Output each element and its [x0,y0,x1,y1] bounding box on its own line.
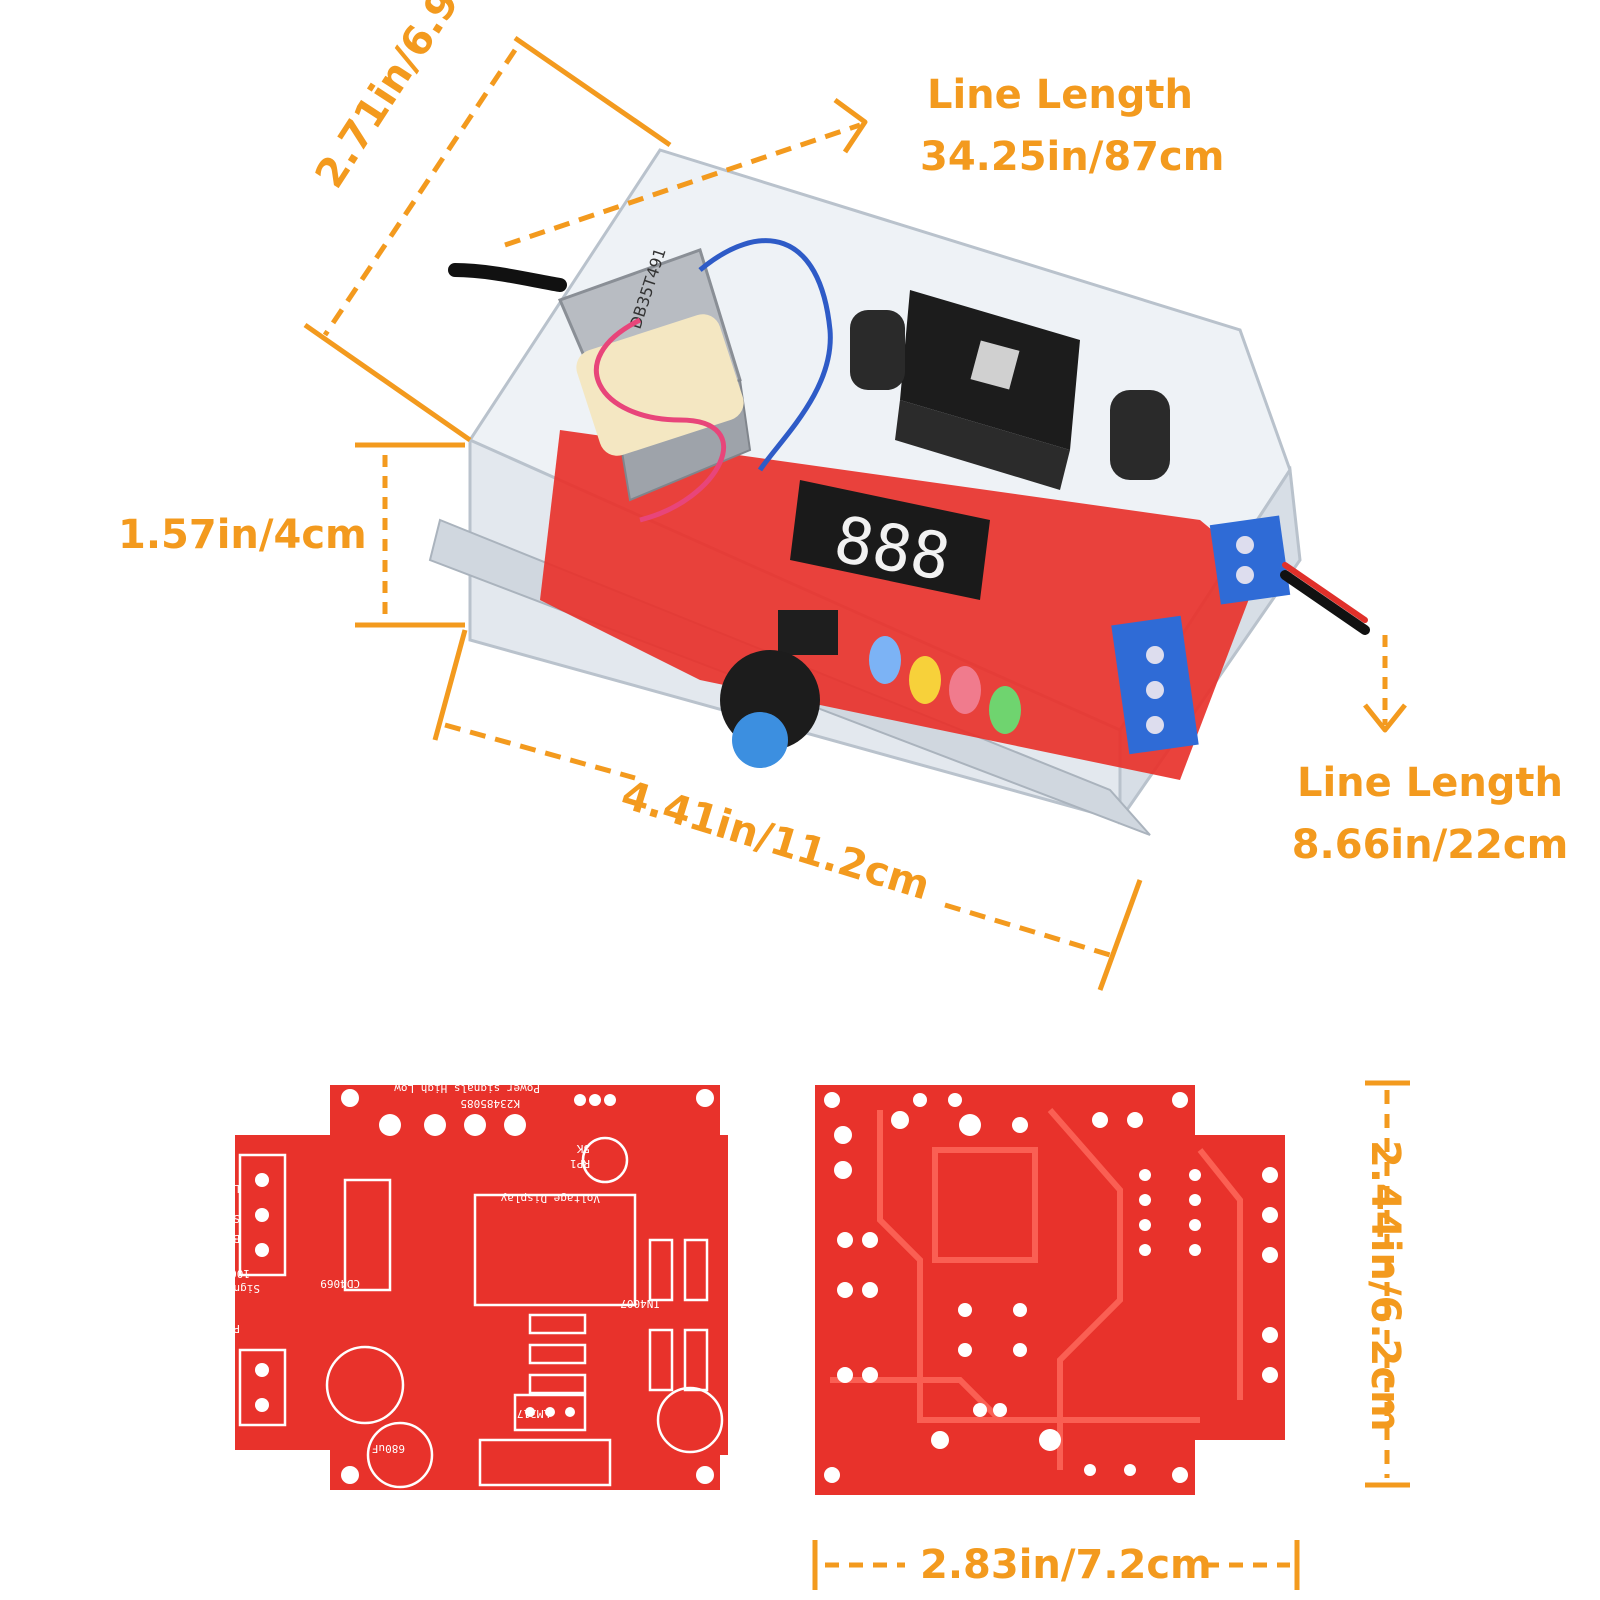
pcb-front: K23485085 Power signals High Low Voltage… [154,1082,728,1490]
pcb-label: Signal output [154,1212,240,1225]
cable-top-length-label: Line Length 34.25in/87cm [920,70,1225,182]
terminal-blocks [1111,515,1291,755]
pcb-inside [540,430,1260,780]
height-label: 1.57in/4cm [118,512,367,558]
cable-right-length-title: Line Length [1296,760,1564,806]
led-green [989,686,1021,734]
pcb-label: Power signals High Low [394,1082,540,1095]
pcb-label: RP1 [570,1157,590,1170]
capacitor [1110,390,1170,480]
pcb-label: 5K [576,1142,590,1155]
led-yellow [909,656,941,704]
voltage-knob [720,610,838,768]
cable-top-arrow [504,122,861,248]
pcb-label: 680uF [372,1442,405,1455]
board-width-label: 2.83in/7.2cm [920,1542,1212,1588]
pcb-label: Logic pen [180,1182,240,1195]
pcb-label: CD4069 [320,1277,360,1290]
pcb-label: Signal ADJ [194,1282,260,1295]
cable-top-length-title: Line Length [926,72,1194,118]
pcb-label: IN4007 [620,1297,660,1310]
pcb-label: Power [207,1322,240,1335]
pcb-label: Buzzer input [161,1232,240,1245]
cable-right-length-value: 8.66in/22cm [1291,822,1569,868]
cable-right-length-label: Line Length 8.66in/22cm [1285,758,1575,870]
led-blue [869,636,901,684]
width-dimension-line [444,722,636,781]
output-cable [1280,570,1370,635]
pcb-label: K23485085 [460,1097,520,1110]
depth-dimension-line [322,48,518,337]
pcb-back [815,1085,1285,1495]
pcb-label: LM317 [517,1407,550,1420]
capacitor [850,310,905,390]
led-red [949,666,981,714]
heatsink [895,290,1080,490]
board-height-label: 2.44in/6.2cm [1362,1140,1408,1432]
pcb-label: 100K [223,1267,250,1280]
pcb-label: Voltage Display [500,1192,600,1205]
cable-top-length-value: 34.25in/87cm [920,134,1225,180]
power-cord [448,263,567,292]
